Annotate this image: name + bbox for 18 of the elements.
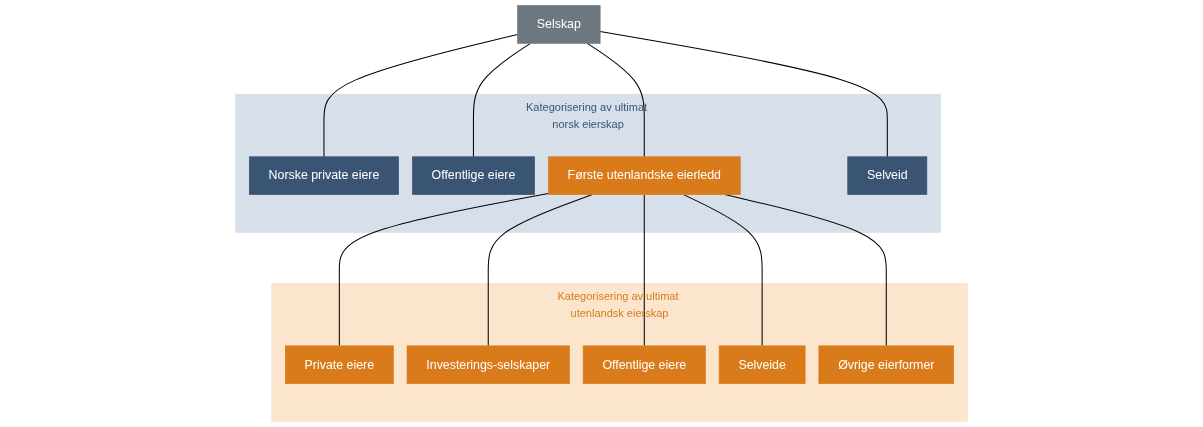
connector	[586, 42, 645, 158]
connector	[338, 193, 549, 347]
node-box: Selveid	[847, 156, 928, 195]
node-box: Øvrige eierformer	[818, 345, 955, 385]
node-box: Offentlige eiere	[582, 345, 706, 385]
connector	[683, 194, 763, 347]
node-box: Selskap	[517, 5, 601, 44]
node-box: Selveide	[718, 345, 806, 385]
connector	[472, 42, 531, 158]
node-box: Investerings-selskaper	[406, 345, 570, 385]
node-box: Private eiere	[285, 345, 394, 385]
node-box: Første utenlandske eierledd	[547, 156, 741, 195]
connector	[487, 194, 593, 347]
node-box: Offentlige eiere	[412, 156, 535, 195]
connector	[599, 31, 888, 158]
node-box: Norske private eiere	[248, 156, 399, 195]
connector	[643, 194, 645, 347]
connector	[323, 33, 519, 158]
